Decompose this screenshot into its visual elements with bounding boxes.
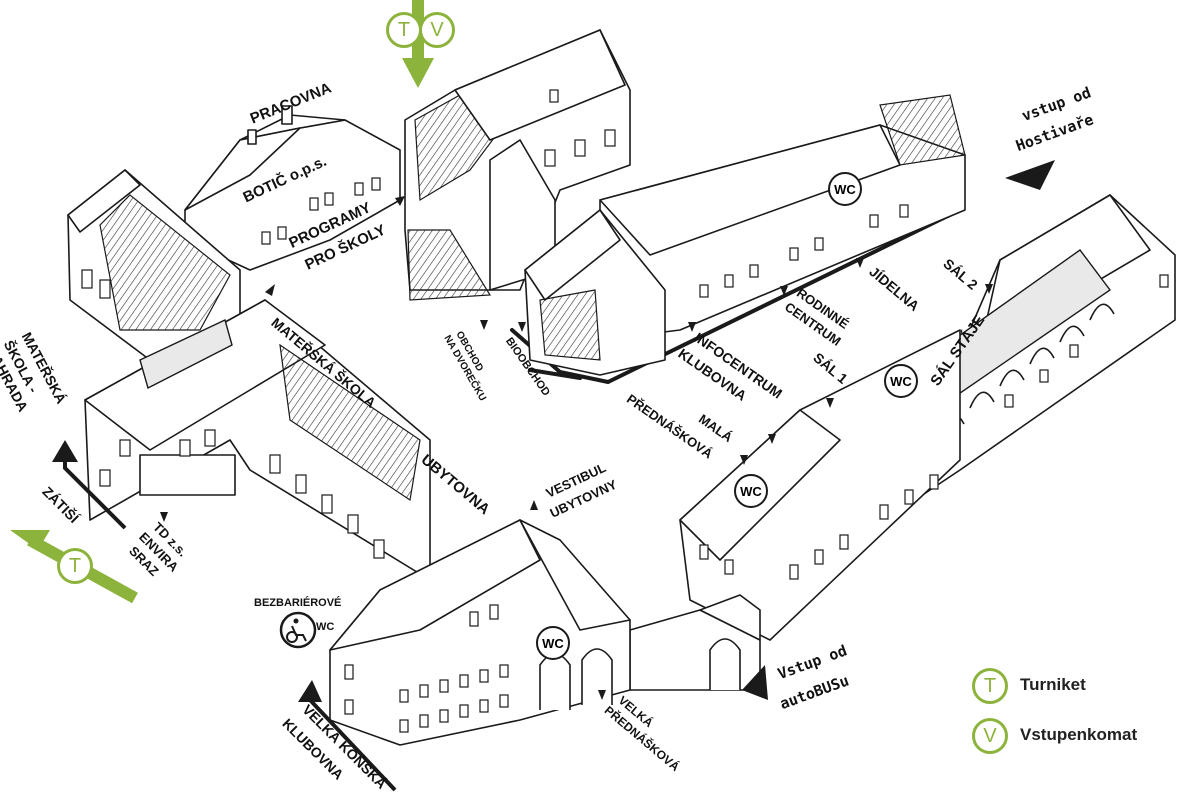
wc-icon-north: WC	[828, 172, 862, 206]
north-wing	[599, 94, 966, 341]
velka-konska-arrow	[298, 680, 397, 792]
gatehouse	[629, 594, 761, 691]
legend-vstupenkomat-icon: V	[972, 718, 1008, 754]
legend-turniket-icon: T	[972, 668, 1008, 704]
hostivar-entrance-arrow	[1005, 160, 1055, 190]
left-turnstile-icon: T	[57, 548, 93, 584]
label-bezbarierove-wc: WC	[316, 621, 335, 633]
top-turnstile-icon: T	[386, 12, 422, 48]
bioobchod-house	[524, 209, 666, 376]
legend-vstupenkomat-label: Vstupenkomat	[1020, 725, 1138, 744]
autobus-entrance-arrow	[742, 665, 768, 700]
label-bezbarierove: BEZBARIÉROVÉ	[254, 597, 342, 609]
legend-turniket-label: Turniket	[1020, 675, 1086, 694]
zatisi-arrow	[52, 440, 127, 530]
botic-building	[184, 105, 401, 271]
direction-markers	[160, 160, 1055, 700]
top-ticket-machine-icon: V	[419, 12, 455, 48]
wheelchair-wc-icon	[279, 611, 317, 649]
front-building	[329, 519, 631, 746]
kindergarten-building	[84, 299, 431, 581]
programy-building	[404, 29, 631, 301]
wc-icon-east: WC	[884, 364, 918, 398]
kindergarten-garden-building	[67, 169, 241, 361]
wc-icon-southeast: WC	[734, 474, 768, 508]
wc-icon-front: WC	[536, 626, 570, 660]
